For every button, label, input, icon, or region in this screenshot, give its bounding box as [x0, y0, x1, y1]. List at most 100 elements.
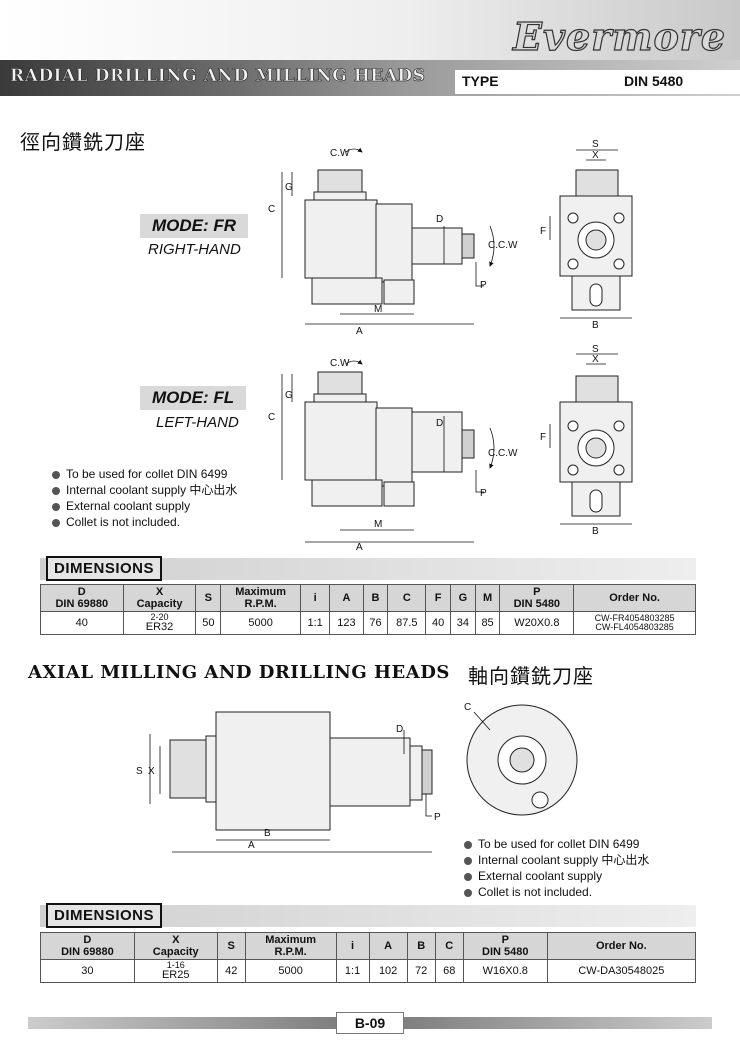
cell-s: 50	[195, 611, 222, 635]
cell-i: 1:1	[335, 959, 370, 983]
col-b: B	[362, 584, 389, 612]
col-f: F	[425, 584, 451, 612]
cell-d: 30	[40, 959, 135, 983]
fl-g-label: G	[285, 390, 293, 401]
fl-cw-label: C.W	[330, 358, 350, 369]
col-g: G	[449, 584, 476, 612]
col-i: i	[335, 932, 370, 960]
axial-a-label: A	[248, 840, 255, 851]
fr-c-label: C	[268, 204, 275, 215]
type-value: DIN 5480	[624, 73, 684, 89]
fr-side-view	[304, 169, 475, 305]
page-number: B-09	[336, 1012, 404, 1034]
fr-b-label: B	[592, 320, 599, 331]
col-s: S	[216, 932, 246, 960]
axial-note: External coolant supply	[464, 868, 649, 884]
col-order: Order No.	[573, 584, 696, 612]
col-m: M	[474, 584, 501, 612]
radial-note: External coolant supply	[52, 498, 237, 514]
cell-i: 1:1	[300, 611, 331, 635]
type-box	[455, 70, 740, 94]
fl-f-label: F	[540, 432, 546, 443]
fr-end-view	[559, 169, 633, 311]
cell-b: 76	[362, 611, 389, 635]
radial-note: To be used for collet DIN 6499	[52, 466, 237, 482]
axial-note: Internal coolant supply 中心出水	[464, 852, 649, 868]
axial-b-label: B	[264, 828, 271, 839]
axial-chinese-title: 軸向鑽銑刀座	[468, 666, 594, 688]
fr-p-label: P	[480, 280, 487, 291]
brand-logo: Evermore	[512, 13, 726, 59]
radial-note: Internal coolant supply 中心出水	[52, 482, 237, 498]
cell-b: 72	[406, 959, 436, 983]
axial-c-label: C	[464, 702, 471, 713]
radial-dimensions-label: DIMENSIONS	[46, 556, 163, 581]
cell-d: 40	[40, 611, 124, 635]
cell-c: 87.5	[387, 611, 427, 635]
cell-m: 85	[474, 611, 501, 635]
radial-dimensions-strip	[40, 558, 696, 580]
fl-d-label: D	[436, 418, 443, 429]
radial-notes: To be used for collet DIN 6499 Internal …	[52, 466, 237, 530]
cell-rpm: 5000	[244, 959, 337, 983]
axial-note: Collet is not included.	[464, 884, 649, 900]
axial-title: AXIAL MILLING AND DRILLING HEADS	[28, 662, 450, 683]
cell-s: 42	[216, 959, 246, 983]
col-a: A	[368, 932, 408, 960]
col-c: C	[387, 584, 427, 612]
axial-notes: To be used for collet DIN 6499 Internal …	[464, 836, 649, 900]
fr-f-label: F	[540, 226, 546, 237]
radial-note: Collet is not included.	[52, 514, 237, 530]
cell-g: 34	[449, 611, 476, 635]
fl-s-label: S	[592, 344, 599, 355]
axial-dimensions-label: DIMENSIONS	[46, 903, 163, 928]
fr-ccw-label: C.C.W	[488, 240, 518, 251]
fr-s-label: S	[592, 139, 599, 150]
fl-a-label: A	[356, 542, 363, 550]
col-order: Order No.	[546, 932, 697, 960]
axial-x-label: X	[148, 766, 155, 777]
cell-p: W20X0.8	[499, 611, 575, 635]
fl-b-label: B	[592, 526, 599, 537]
axial-drawings: S X D P B A C	[136, 702, 578, 853]
mode-fr-sub: RIGHT-HAND	[148, 241, 241, 258]
fl-end-view	[559, 375, 633, 517]
fl-p-label: P	[480, 488, 487, 499]
fl-side-view	[304, 371, 475, 507]
col-i: i	[300, 584, 331, 612]
cell-a: 123	[329, 611, 364, 635]
col-s: S	[195, 584, 222, 612]
page-title: RADIAL DRILLING AND MILLING HEADS	[10, 66, 426, 87]
axial-d-label: D	[396, 724, 403, 735]
mode-fr-label: MODE: FR	[140, 214, 249, 238]
cell-order: CW-DA30548025	[546, 959, 697, 983]
fr-m-label: M	[374, 304, 382, 315]
mode-fl-sub: LEFT-HAND	[156, 414, 239, 431]
fr-d-label: D	[436, 214, 443, 225]
col-a: A	[329, 584, 364, 612]
fr-g-label: G	[285, 182, 293, 193]
cell-p: W16X0.8	[462, 959, 548, 983]
fr-a-label: A	[356, 326, 363, 337]
header-band	[0, 0, 740, 60]
axial-side-view	[169, 711, 433, 831]
col-c: C	[434, 932, 464, 960]
radial-chinese-title: 徑向鑽銑刀座	[20, 132, 146, 154]
cell-c: 68	[434, 959, 464, 983]
axial-end-view	[466, 704, 578, 816]
axial-note: To be used for collet DIN 6499	[464, 836, 649, 852]
fl-x-label: X	[592, 354, 599, 365]
type-label: TYPE	[462, 73, 499, 89]
